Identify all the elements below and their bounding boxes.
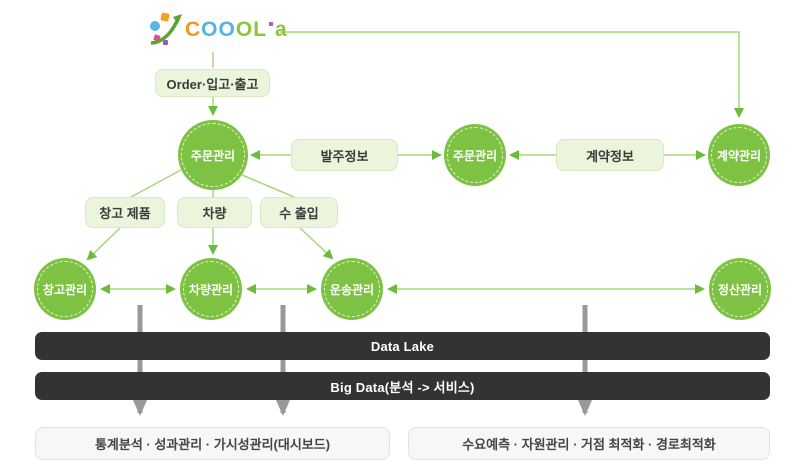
order-management-circle-1: 주문관리: [178, 120, 248, 190]
data-lake-bar: Data Lake: [35, 332, 770, 360]
optimization-output-box: 수요예측 · 자원관리 · 거점 최적화 · 경로최적화: [408, 427, 770, 460]
big-data-bar: Big Data(분석 -> 서비스): [35, 372, 770, 400]
warehouse-product-box: 창고 제품: [85, 197, 165, 228]
import-export-box: 수 출입: [260, 197, 338, 228]
logo-letter: L: [253, 17, 268, 41]
vehicle-management-circle: 차량관리: [180, 258, 242, 320]
contract-management-circle: 계약관리: [708, 124, 770, 186]
logo-letter: O: [218, 17, 236, 41]
analytics-output-box: 통계분석 · 성과관리 · 가시성관리(대시보드): [35, 427, 390, 460]
warehouse-management-circle: 창고관리: [34, 258, 96, 320]
logo-dot: [269, 22, 274, 26]
logo-letter: O: [201, 17, 219, 41]
contract-info-box: 계약정보: [556, 139, 664, 171]
order-inbound-outbound-box: Order·입고·출고: [155, 69, 270, 97]
cooola-logo-icon: [150, 12, 182, 45]
cooola-logo: C O O O L a: [148, 12, 288, 46]
transport-management-circle: 운송관리: [321, 258, 383, 320]
logo-letter: C: [185, 17, 202, 41]
logo-letter: O: [235, 17, 254, 41]
settlement-management-circle: 정산관리: [709, 258, 771, 320]
cooola-logo-text: C O O O L a: [185, 19, 288, 40]
logo-letter: a: [275, 17, 288, 41]
vehicle-box: 차량: [177, 197, 252, 228]
order-info-box: 발주정보: [291, 139, 398, 171]
order-management-circle-2: 주문관리: [444, 124, 506, 186]
